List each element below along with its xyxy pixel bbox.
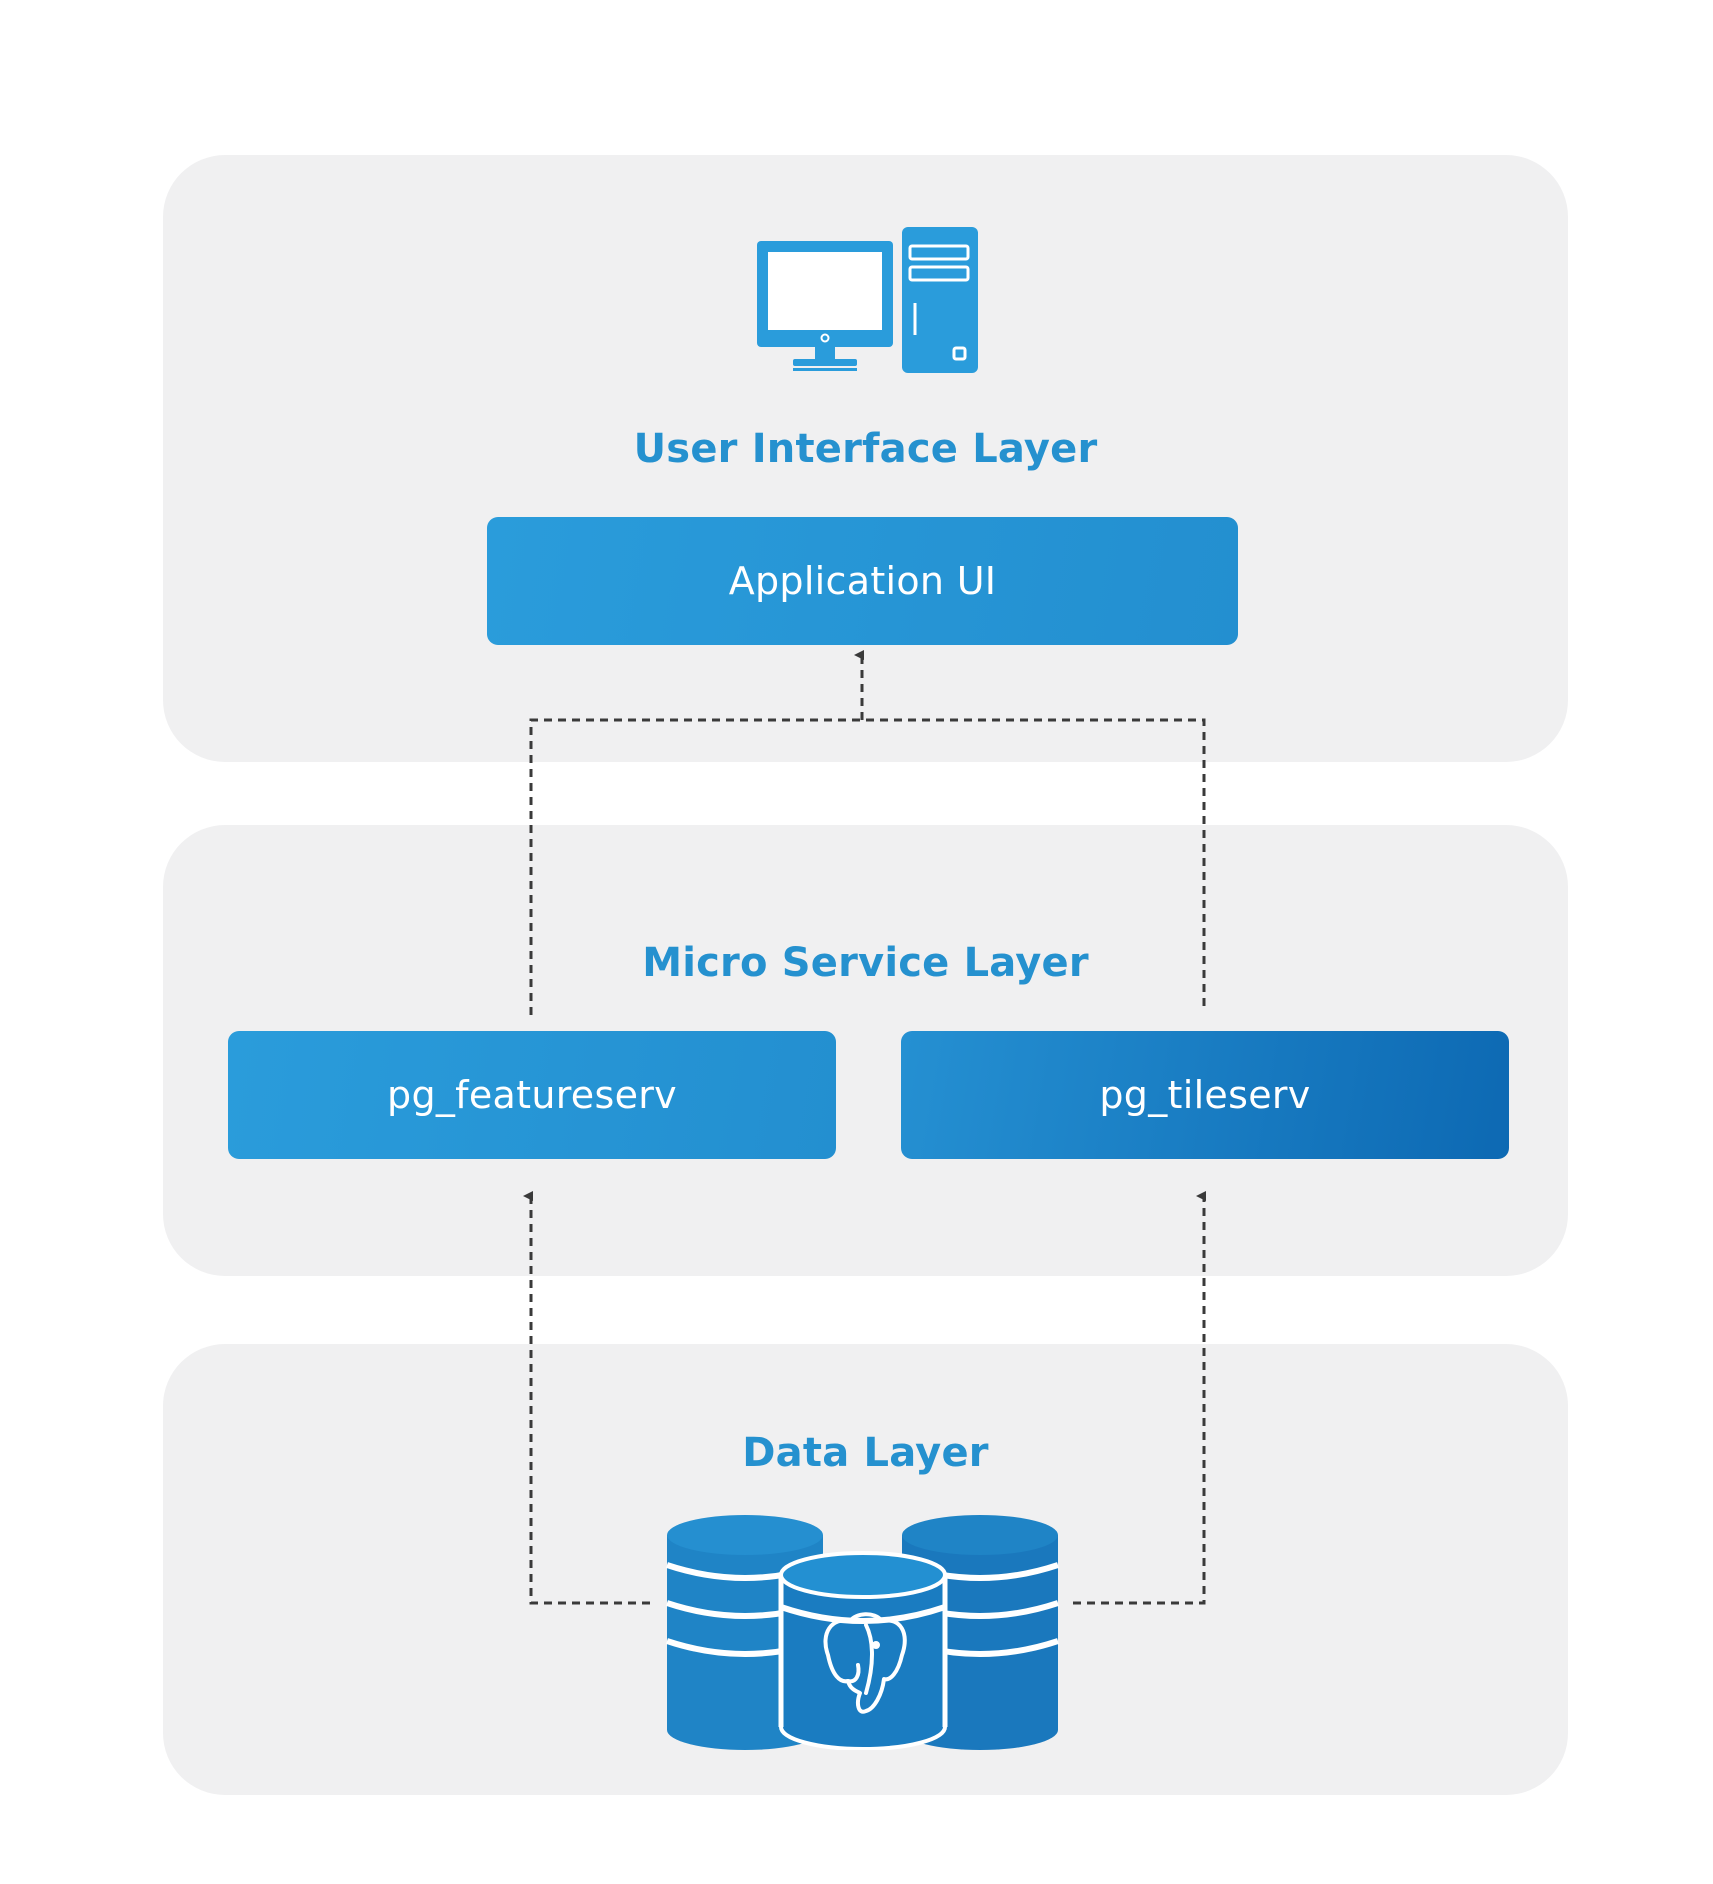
pg-featureserv-box: pg_featureserv bbox=[228, 1031, 836, 1159]
pg-featureserv-label: pg_featureserv bbox=[387, 1073, 677, 1117]
data-layer-title: Data Layer bbox=[742, 1430, 989, 1476]
user-interface-layer-title: User Interface Layer bbox=[633, 426, 1098, 472]
postgresql-database-icon bbox=[660, 1505, 1065, 1751]
pg-tileserv-label: pg_tileserv bbox=[1099, 1073, 1311, 1117]
micro-service-layer-title: Micro Service Layer bbox=[642, 940, 1089, 986]
computer-icon bbox=[755, 225, 980, 375]
pg-tileserv-box: pg_tileserv bbox=[901, 1031, 1509, 1159]
application-ui-label: Application UI bbox=[728, 559, 997, 603]
application-ui-box: Application UI bbox=[487, 517, 1238, 645]
